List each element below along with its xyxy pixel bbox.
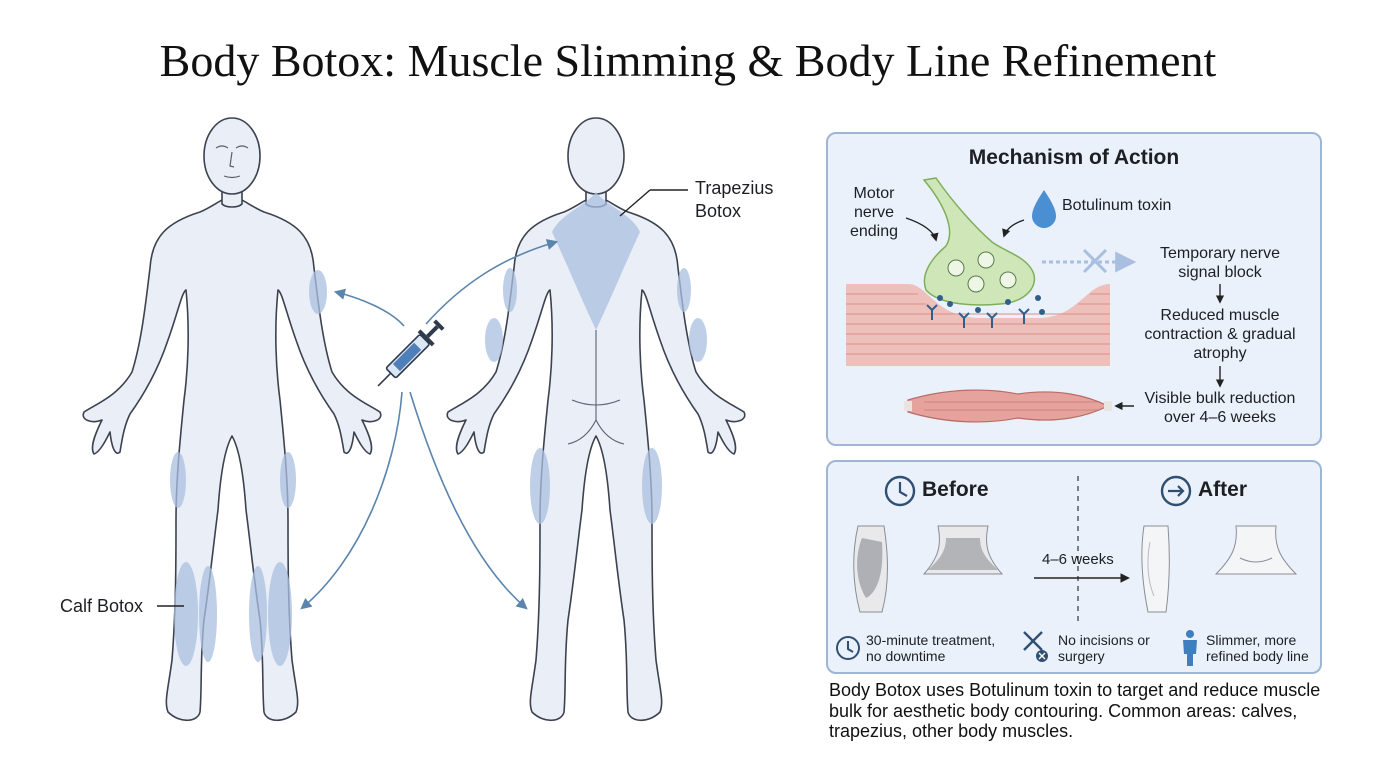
- person-icon: [1183, 630, 1197, 666]
- step-muscle-atrophy: Reduced muscle contraction & gradual atr…: [1144, 307, 1296, 362]
- before-neck-image: [922, 525, 1004, 575]
- after-calf-image: [1141, 525, 1170, 613]
- step-nerve-block: Temporary nerve signal block: [1159, 245, 1281, 281]
- front-muscle-highlights: [170, 270, 327, 666]
- mechanism-panel: Mechanism of Action: [826, 132, 1322, 446]
- step-bulk-reduction: Visible bulk reduction over 4–6 weeks: [1144, 390, 1296, 426]
- trapezius-label: Trapezius Botox: [695, 178, 774, 221]
- arrow-circle-icon: [1160, 475, 1192, 507]
- toxin-label: Botulinum toxin: [1062, 197, 1172, 214]
- muscle-fiber-block: [846, 284, 1110, 366]
- nerve-pointer: [905, 217, 939, 242]
- duration-label: 4–6 weeks: [1042, 551, 1114, 568]
- before-after-illustration: [836, 475, 1298, 666]
- summary-text: Body Botox uses Botulinum toxin to targe…: [829, 680, 1321, 741]
- front-body-figure: [82, 117, 382, 722]
- slim-muscle: [904, 389, 1112, 423]
- page-title: Body Botox: Muscle Slimming & Body Line …: [159, 35, 1217, 86]
- block-x-icon: [1082, 248, 1108, 274]
- after-neck-image: [1214, 525, 1298, 575]
- mechanism-title: Mechanism of Action: [968, 146, 1180, 169]
- mechanism-illustration: [846, 177, 1225, 423]
- body-figures: [82, 117, 746, 722]
- toxin-molecules: [937, 295, 1045, 315]
- injection-arrows: [300, 239, 559, 610]
- toxin-drop-icon: [1032, 190, 1056, 228]
- benefit-slimmer: Slimmer, more refined body line: [1206, 632, 1309, 664]
- after-heading: After: [1198, 478, 1248, 501]
- toxin-pointer: [1002, 219, 1025, 238]
- motor-nerve-label: Motor nerve ending: [849, 185, 899, 240]
- benefit-treatment: 30-minute treatment, no downtime: [866, 632, 996, 664]
- receptors: [926, 304, 1030, 328]
- trapezius-pointer: [619, 189, 651, 217]
- front-face: [215, 145, 249, 179]
- benefit-no-incisions: No incisions or surgery: [1058, 632, 1150, 664]
- clock-benefit-icon: [836, 636, 860, 660]
- back-details: [567, 330, 625, 445]
- clock-icon: [884, 475, 916, 507]
- syringe-icon: [377, 319, 445, 387]
- before-heading: Before: [922, 478, 989, 501]
- back-muscle-highlights: [485, 192, 707, 524]
- calf-label: Calf Botox: [60, 596, 144, 616]
- vesicles: [947, 251, 1017, 293]
- no-surgery-icon: [1023, 631, 1048, 662]
- before-after-panel: Before After 4–6 weeks 30-minute treatme…: [826, 460, 1322, 674]
- before-calf-image: [853, 525, 888, 613]
